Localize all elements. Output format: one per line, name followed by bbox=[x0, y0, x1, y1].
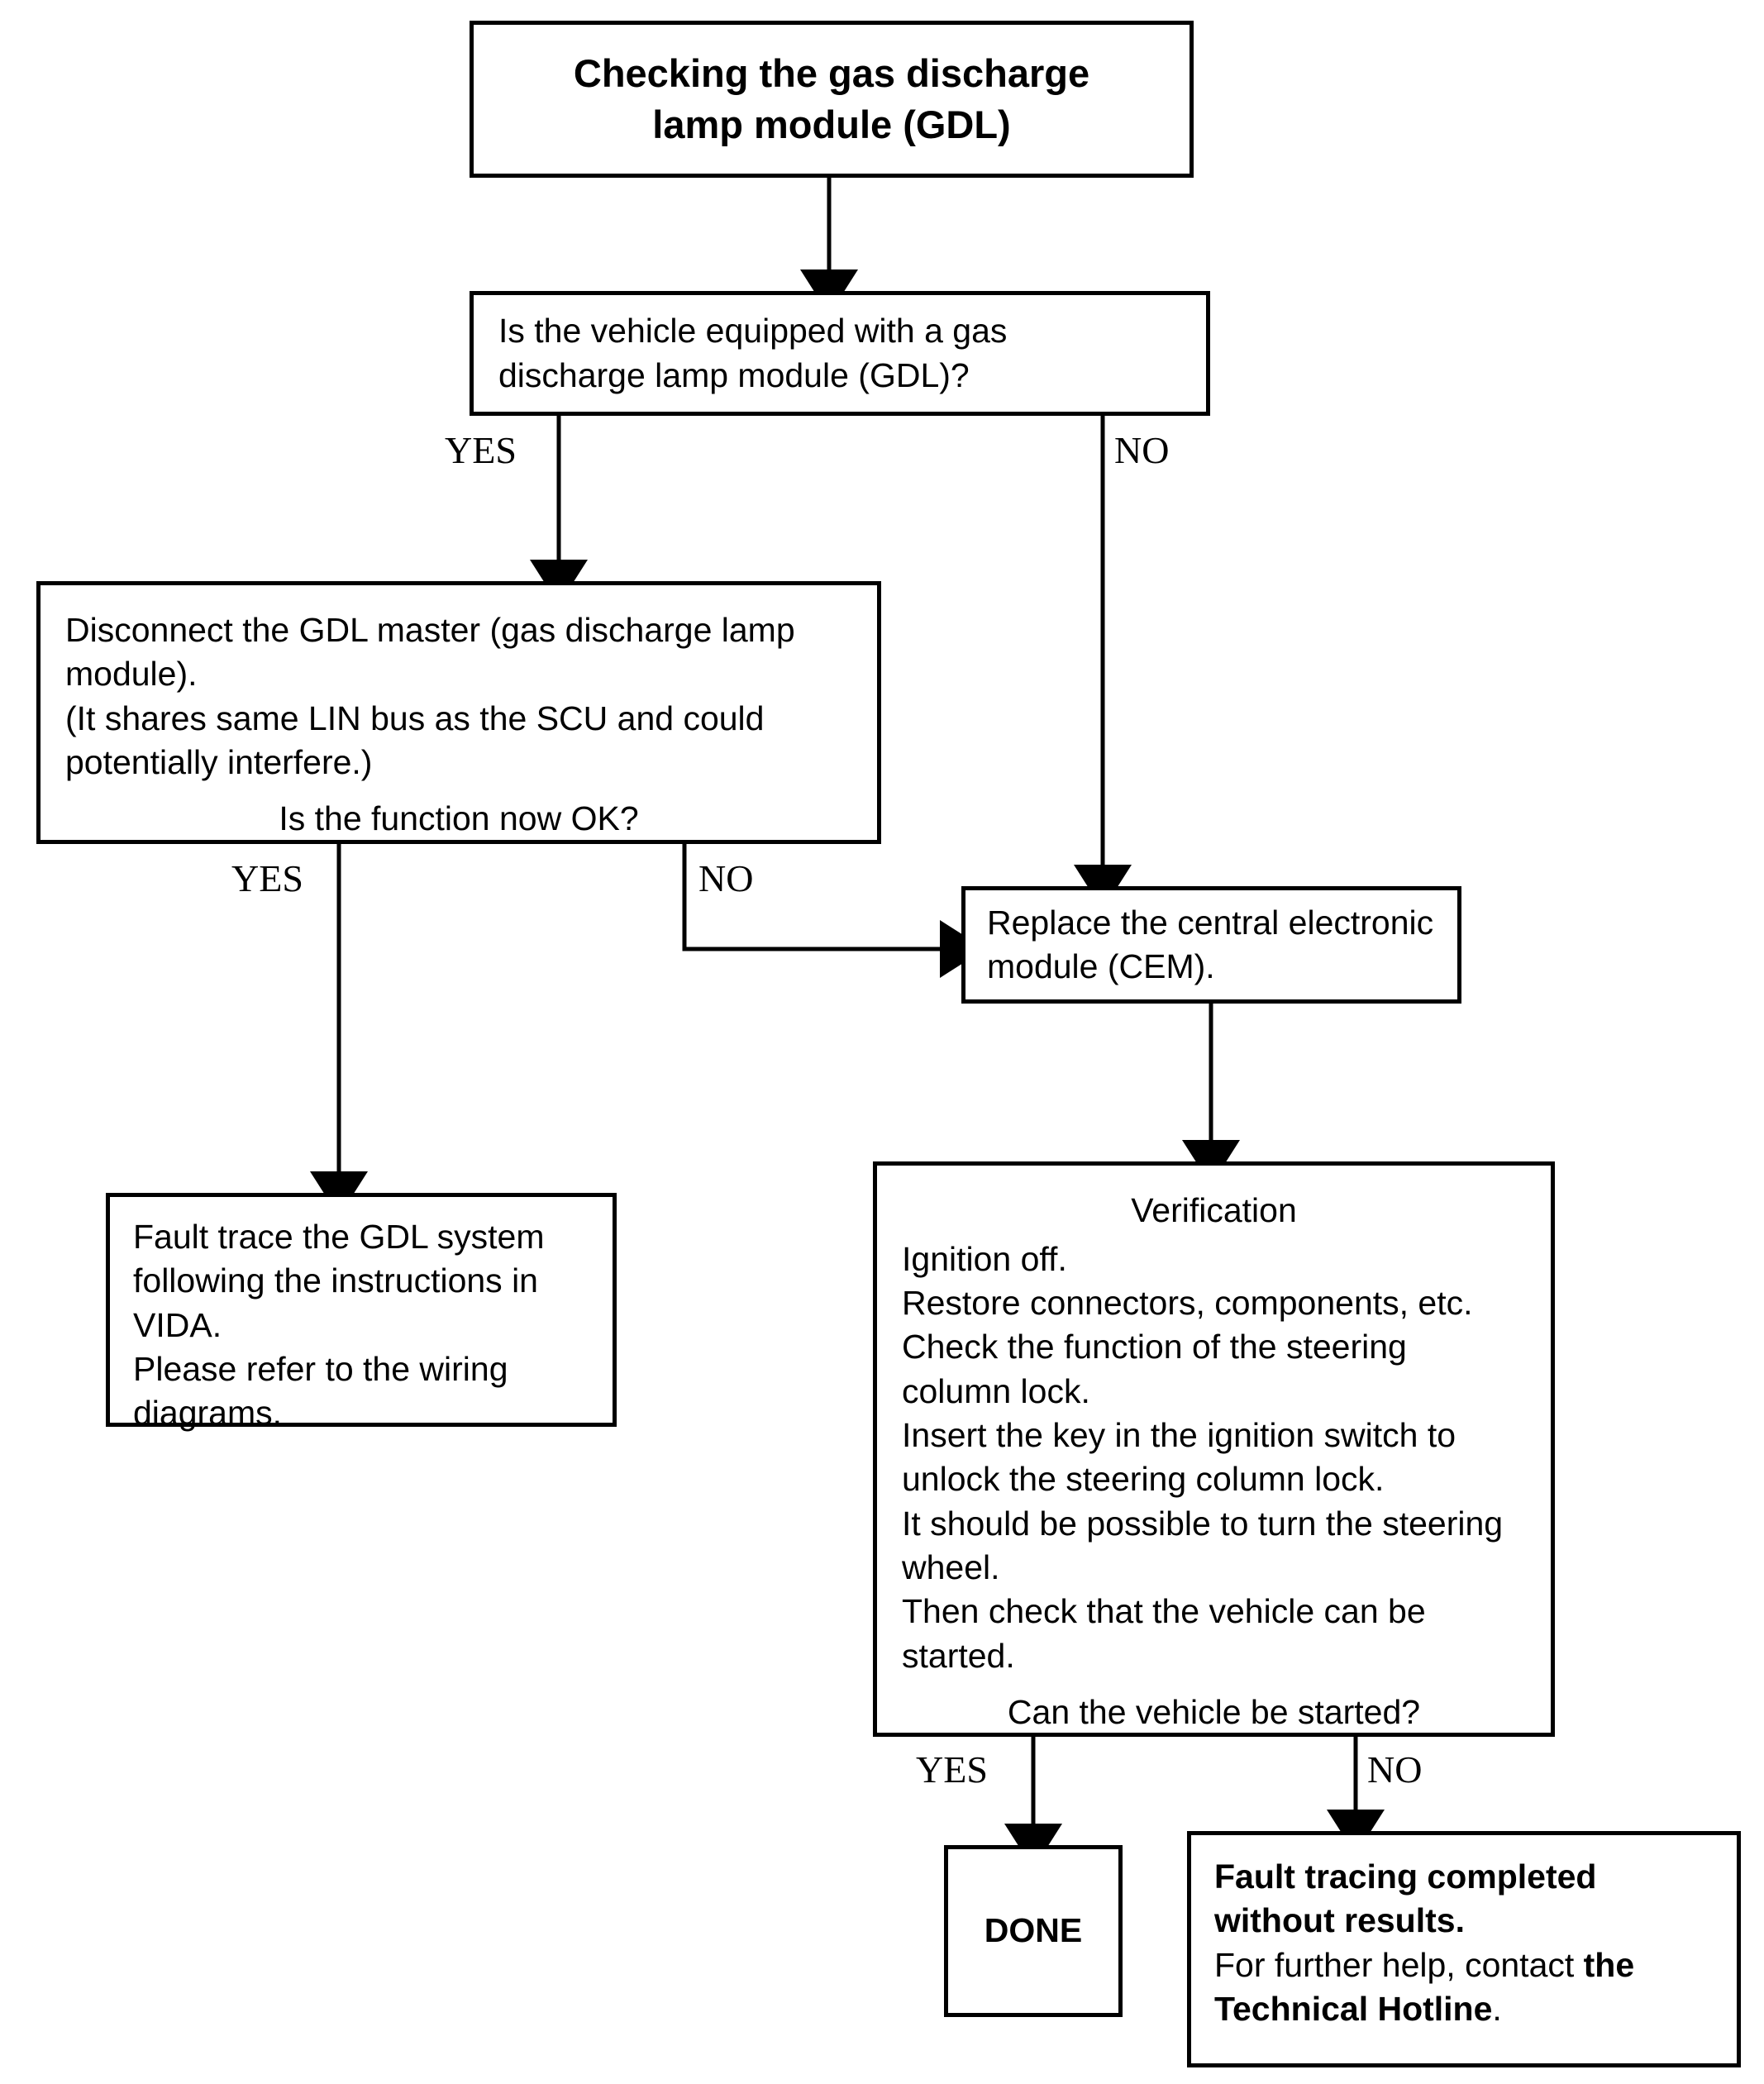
branch-label-function-no: NO bbox=[698, 857, 754, 899]
node-verification: Verification Ignition off. Restore conne… bbox=[873, 1161, 1555, 1737]
branch-label-gdl-no: NO bbox=[1114, 429, 1170, 471]
fault-tracing-line1: Fault tracing completed bbox=[1214, 1857, 1597, 1896]
branch-label-started-no: NO bbox=[1367, 1748, 1423, 1791]
disconnect-gdl-question: Is the function now OK? bbox=[279, 799, 639, 838]
fault-tracing-line4-bold: Technical Hotline bbox=[1214, 1989, 1493, 2028]
paragraph-spacer bbox=[65, 784, 852, 797]
fault-tracing-line4-regular: . bbox=[1492, 1989, 1502, 2028]
branch-label-started-yes: YES bbox=[916, 1748, 988, 1791]
node-fault-tracing-completed: Fault tracing completed without results.… bbox=[1187, 1831, 1741, 2067]
node-replace-cem: Replace the central electronic module (C… bbox=[961, 886, 1461, 1004]
verification-body: Ignition off. Restore connectors, compon… bbox=[902, 1239, 1504, 1675]
replace-cem-text: Replace the central electronic module (C… bbox=[987, 903, 1434, 985]
node-question-gdl-equipped: Is the vehicle equipped with a gas disch… bbox=[470, 291, 1210, 416]
branch-label-function-yes: YES bbox=[231, 857, 303, 899]
fault-tracing-line3-regular: For further help, contact bbox=[1214, 1945, 1584, 1984]
node-done: DONE bbox=[944, 1845, 1123, 2017]
node-disconnect-gdl-master: Disconnect the GDL master (gas discharge… bbox=[36, 581, 881, 844]
done-text: DONE bbox=[984, 1911, 1083, 1950]
question-gdl-text: Is the vehicle equipped with a gas disch… bbox=[498, 312, 1008, 394]
fault-tracing-line4: Technical Hotline. bbox=[1214, 1987, 1714, 2031]
verification-heading: Verification bbox=[1131, 1191, 1297, 1229]
node-title-box: Checking the gas discharge lamp module (… bbox=[470, 21, 1194, 178]
disconnect-gdl-body: Disconnect the GDL master (gas discharge… bbox=[65, 611, 795, 781]
node-fault-trace-gdl: Fault trace the GDL system following the… bbox=[106, 1193, 617, 1432]
fault-tracing-line2: without results. bbox=[1214, 1901, 1465, 1940]
fault-tracing-line3-bold: the bbox=[1583, 1945, 1635, 1984]
paragraph-spacer-2 bbox=[902, 1678, 1526, 1691]
branch-label-gdl-yes: YES bbox=[445, 429, 517, 471]
title-text: Checking the gas discharge lamp module (… bbox=[573, 50, 1090, 146]
fault-tracing-line3: For further help, contact the bbox=[1214, 1943, 1714, 1987]
verification-question: Can the vehicle be started? bbox=[1007, 1693, 1421, 1732]
fault-trace-gdl-text: Fault trace the GDL system following the… bbox=[133, 1218, 545, 1433]
